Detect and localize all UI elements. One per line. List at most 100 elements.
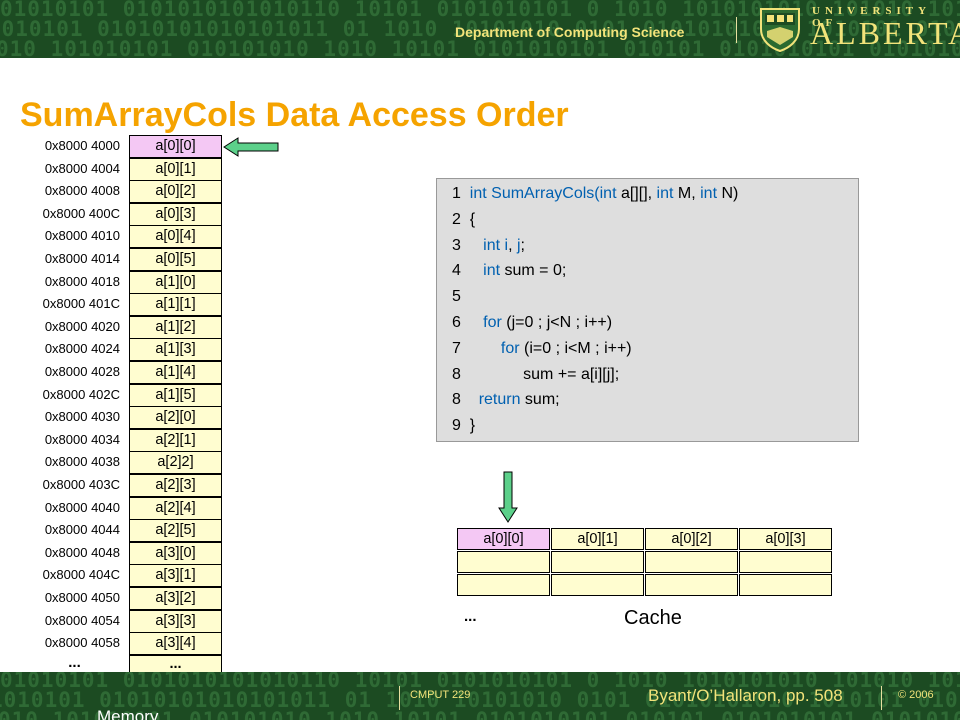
code-line: 8 sum += a[i][j]; — [452, 366, 619, 384]
code-text — [461, 340, 501, 357]
memory-cell: a[3][0] — [129, 541, 222, 565]
university-name-top: UNIVERSITY OF — [812, 5, 931, 29]
cache-cell: a[0][3] — [739, 528, 832, 550]
course-code: CMPUT 229 — [410, 689, 471, 701]
code-keyword: int — [599, 185, 617, 202]
slide-title: SumArrayCols Data Access Order — [20, 96, 569, 134]
code-keyword: i — [504, 236, 509, 254]
memory-address: 0x8000 4028 — [44, 364, 120, 379]
code-text — [461, 314, 483, 331]
memory-address: 0x8000 4048 — [44, 544, 120, 560]
code-keyword: return — [478, 391, 521, 409]
code-text: { — [460, 210, 476, 228]
cache-pointer-arrow-icon — [498, 471, 518, 523]
cache-empty-cell — [551, 551, 644, 573]
code-line-number: 1 — [452, 185, 461, 202]
memory-address: 0x8000 404C — [42, 567, 120, 583]
code-text: sum = 0; — [500, 262, 567, 280]
department-name: Department of Computing Science — [455, 24, 685, 40]
memory-address: 0x8000 4030 — [44, 409, 120, 425]
code-keyword: SumArrayCols( — [486, 185, 600, 202]
memory-cell: a[0][5] — [129, 248, 222, 271]
copyright: © 2006 — [898, 689, 934, 701]
university-crest-icon — [760, 8, 800, 53]
memory-address: 0x8000 4000 — [44, 138, 120, 153]
footer-band: 01010101 0101010101010110 10101 01010101… — [0, 672, 960, 720]
memory-cell: a[2][0] — [129, 406, 222, 430]
footer-divider-left — [399, 686, 400, 710]
code-keyword: int — [700, 185, 718, 202]
cache-empty-cell — [739, 574, 832, 596]
header-divider — [736, 17, 737, 43]
cache-empty-cell — [645, 551, 738, 573]
memory-address: 0x8000 4018 — [44, 273, 120, 289]
code-keyword: int — [469, 185, 487, 202]
code-line: 7 for (i=0 ; i<M ; i++) — [452, 340, 632, 358]
code-text: (i=0 ; i<M ; i++) — [519, 339, 632, 357]
memory-cell: a[0][1] — [129, 157, 222, 181]
memory-address: 0x8000 4010 — [44, 228, 120, 244]
memory-address: 0x8000 4054 — [44, 612, 120, 628]
cache-cell: a[0][1] — [551, 528, 644, 550]
memory-cell: a[2]2] — [129, 451, 222, 475]
memory-cell: a[0][0] — [129, 135, 222, 158]
code-line: 1 int SumArrayCols(int a[][], int M, int… — [452, 185, 738, 203]
header-band: 01010101 0101010101010110 10101 01010101… — [0, 0, 960, 58]
memory-address: 0x8000 4058 — [44, 635, 120, 651]
code-line: 5 — [452, 288, 461, 306]
code-text — [461, 262, 483, 279]
code-text: , — [508, 236, 517, 254]
memory-cell: a[2][1] — [129, 428, 222, 452]
footer-binary-pattern-row-1: 01010101 0101010101010110 10101 01010101… — [0, 672, 960, 692]
code-text: sum += a[i][j]; — [460, 365, 620, 383]
cache-empty-cell — [645, 574, 738, 596]
code-keyword: j — [516, 236, 521, 254]
cache-cell: a[0][2] — [645, 528, 738, 550]
memory-address: 0x8000 4044 — [44, 522, 120, 538]
memory-cell: a[0][2] — [129, 180, 222, 204]
code-keyword: for — [483, 314, 502, 331]
memory-cell: a[2][4] — [129, 496, 222, 520]
code-text — [461, 237, 483, 254]
memory-address: 0x8000 4008 — [44, 183, 120, 199]
memory-address: 0x8000 4004 — [44, 160, 120, 176]
code-listing-box: 1 int SumArrayCols(int a[][], int M, int… — [436, 178, 859, 442]
memory-address: 0x8000 4050 — [44, 590, 120, 605]
memory-cell: a[2][5] — [129, 519, 222, 543]
memory-cell: a[1][4] — [129, 361, 222, 384]
memory-cell: a[0][3] — [129, 202, 222, 226]
cache-label: Cache — [624, 607, 682, 629]
code-text: (j=0 ; j<N ; i++) — [501, 314, 613, 331]
memory-address: 0x8000 402C — [42, 386, 120, 402]
cache-empty-cell — [739, 551, 832, 573]
code-keyword: int — [656, 185, 674, 202]
cache-empty-cell — [457, 551, 550, 573]
memory-cell: a[3][4] — [129, 632, 222, 656]
code-keyword: for — [500, 339, 520, 357]
memory-address: 0x8000 4040 — [44, 499, 120, 515]
memory-address: 0x8000 4024 — [44, 341, 120, 357]
footer-binary-pattern-row-3: 010 101010101 010101010 1010 10101 01010… — [0, 708, 960, 720]
code-text: ; — [520, 236, 525, 254]
binary-pattern-row-3: 010 101010101 010101010 1010 10101 01010… — [0, 37, 960, 58]
code-keyword: int — [483, 236, 501, 254]
footer-binary-pattern-row-2: 1010101 01010101010101011 01 1010 101010… — [0, 688, 960, 712]
university-name-main: ALBERTA — [810, 15, 960, 51]
memory-cell: a[3][3] — [129, 609, 222, 633]
code-line-number: 2 — [452, 210, 461, 228]
memory-cell: a[1][3] — [129, 338, 222, 362]
memory-cell: a[2][3] — [129, 474, 222, 497]
cache-cell: a[0][0] — [457, 528, 550, 550]
code-text: M, — [673, 185, 701, 202]
memory-address: 0x8000 4038 — [44, 454, 120, 470]
code-text: N) — [717, 185, 739, 202]
memory-address: 0x8000 400C — [42, 205, 120, 221]
code-text: a[][], — [616, 185, 657, 202]
citation: Byant/O’Hallaron, pp. 508 — [648, 686, 843, 705]
memory-address: 0x8000 4020 — [44, 318, 120, 334]
code-line-number: 7 — [452, 339, 461, 357]
code-line-number: 4 — [452, 262, 461, 280]
code-line-number: 8 — [452, 391, 461, 409]
memory-label: Memory — [97, 707, 159, 720]
